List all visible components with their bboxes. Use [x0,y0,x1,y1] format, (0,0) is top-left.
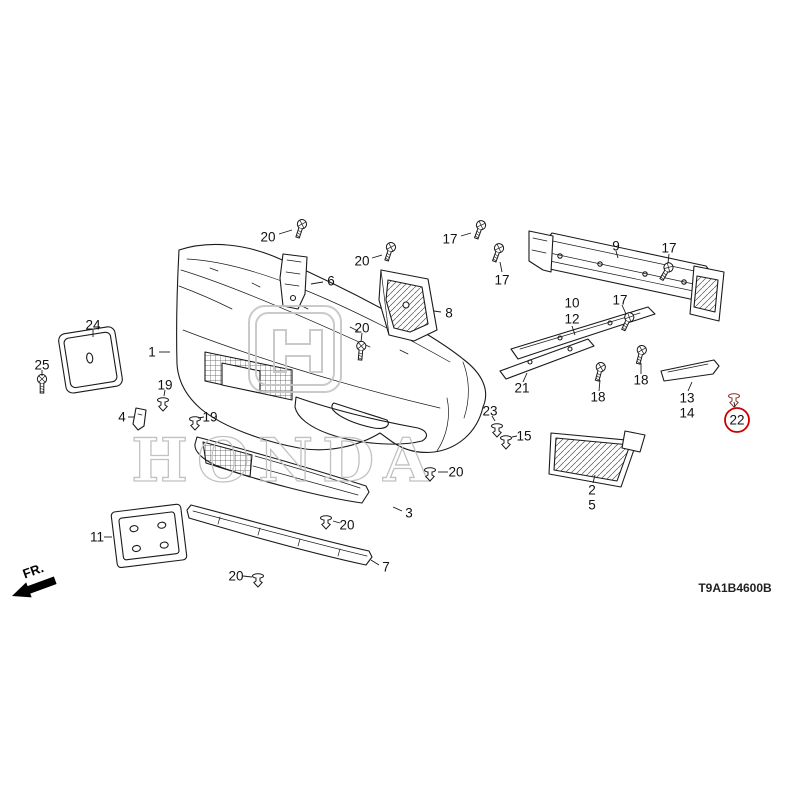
callout-17[interactable]: 17 [494,273,509,288]
part-lower-grille-3 [194,436,370,504]
clip-fastener-icon [320,515,332,530]
bolt-fastener-icon [592,360,607,383]
leader-line [360,332,363,343]
callout-13[interactable]: 13 [679,391,694,406]
highlight-circle [724,407,750,433]
callout-22-highlighted[interactable]: 22 [729,413,744,428]
clip-fastener-icon [728,393,740,408]
part-bumper-beam-9 [528,230,725,322]
leader-line [242,575,253,578]
callout-25[interactable]: 25 [34,358,49,373]
bolt-fastener-icon [381,240,398,263]
callout-9[interactable]: 9 [612,239,620,254]
callout-18[interactable]: 18 [633,373,648,388]
callout-11[interactable]: 11 [90,530,104,545]
callout-17[interactable]: 17 [442,232,457,247]
leader-line [621,304,627,315]
callout-23[interactable]: 23 [482,404,497,419]
leader-line [491,415,496,422]
leader-line [370,559,380,566]
part-bracket-4 [132,407,147,431]
leader-line [310,281,324,285]
leader-line [733,401,736,408]
honda-text-watermark: HONDA [131,426,438,496]
leader-line [687,381,693,392]
callout-1[interactable]: 1 [148,345,156,360]
callout-20[interactable]: 20 [339,518,354,533]
callout-14[interactable]: 14 [679,406,695,421]
leader-line [163,389,166,397]
part-license-garnish-24 [58,326,123,394]
leader-line [460,232,472,237]
clip-fastener-icon [157,397,169,412]
clip-fastener-icon [252,573,264,588]
callout-20[interactable]: 20 [354,321,369,336]
fr-direction-arrow [12,576,57,598]
callout-10[interactable]: 10 [564,296,579,311]
leader-line [598,379,601,392]
callout-15[interactable]: 15 [516,429,531,444]
callout-24[interactable]: 24 [85,318,101,333]
callout-21[interactable]: 21 [514,381,529,396]
bolt-fastener-icon [489,241,506,264]
leader-line [667,253,670,264]
callout-20[interactable]: 20 [260,230,275,245]
bolt-fastener-icon [292,217,309,240]
clip-fastener-icon [500,435,512,450]
callout-17[interactable]: 17 [612,293,627,308]
callout-6[interactable]: 6 [327,274,335,289]
leader-line [499,261,503,273]
clip-fastener-icon [491,423,503,438]
callout-5[interactable]: 5 [588,498,596,513]
callout-20[interactable]: 20 [448,465,463,480]
part-bracket-8 [378,269,438,342]
leader-line [433,310,442,313]
part-bracket-13-14 [660,359,720,382]
callout-4[interactable]: 4 [118,410,126,425]
leader-line [278,229,293,235]
leader-line [332,520,341,524]
part-fog-garnish-2-5 [548,430,646,488]
callout-7[interactable]: 7 [382,560,390,575]
callout-18[interactable]: 18 [590,390,605,405]
part-license-bracket-11 [110,503,188,569]
part-spoiler-7 [186,504,373,566]
callout-17[interactable]: 17 [661,241,676,256]
callout-8[interactable]: 8 [445,306,453,321]
leader-line [392,506,403,512]
callout-3[interactable]: 3 [405,506,413,521]
leader-line [615,250,619,259]
part-bracket-21 [499,338,595,380]
callout-2[interactable]: 2 [588,483,596,498]
diagram-code: T9A1B4600B [698,581,772,595]
callout-20[interactable]: 20 [354,254,369,269]
leader-line [571,325,576,336]
callout-12[interactable]: 12 [564,312,579,327]
leader-line [197,416,205,419]
callout-19[interactable]: 19 [157,378,172,393]
fr-direction-indicator: FR. [12,560,57,598]
bolt-fastener-icon [36,373,48,394]
fr-label: FR. [21,560,46,581]
leader-line [522,372,528,383]
callout-19[interactable]: 19 [202,410,217,425]
bolt-fastener-icon [633,343,648,366]
leader-line [511,435,518,438]
leader-line [371,254,383,259]
callout-20[interactable]: 20 [228,569,243,584]
bolt-fastener-icon [471,218,488,241]
part-bracket-10-12 [510,306,656,360]
leader-line [592,474,596,484]
